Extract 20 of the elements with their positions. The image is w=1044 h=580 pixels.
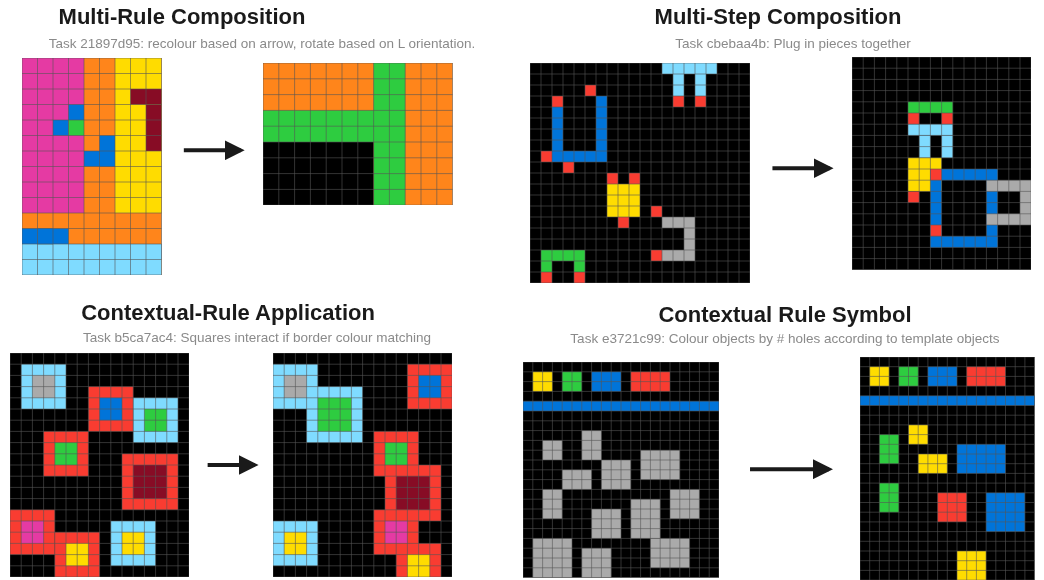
task-description: Task 21897d95: recolour based on arrow, rotate based on L orientation.: [48, 36, 476, 51]
pixel-grid-drawing: [523, 362, 719, 578]
pixel-grid-drawing: [530, 63, 750, 283]
arrow: [207, 455, 259, 475]
panel-heading: Multi-Step Composition: [654, 4, 902, 30]
panel-heading: Contextual-Rule Application: [81, 300, 375, 326]
arrow: [183, 140, 245, 161]
task-description: Task b5ca7ac4: Squares interact if border colour matching: [82, 330, 432, 345]
panel-heading: Contextual Rule Symbol: [658, 302, 912, 328]
panel-heading: Multi-Rule Composition: [58, 4, 306, 30]
pixel-grid-drawing: [860, 357, 1035, 580]
arrow: [750, 459, 833, 480]
pixel-grid-drawing: [10, 353, 190, 577]
task-description: Task cbebaa4b: Plug in pieces together: [675, 36, 911, 51]
pixel-grid-drawing: [852, 57, 1032, 270]
pixel-grid-drawing: [22, 58, 162, 275]
pixel-grid-drawing: [273, 353, 453, 577]
task-description: Task e3721c99: Colour objects by # holes according to template objects: [570, 331, 1000, 346]
pixel-grid-drawing: [263, 63, 453, 206]
arrow: [772, 158, 834, 179]
